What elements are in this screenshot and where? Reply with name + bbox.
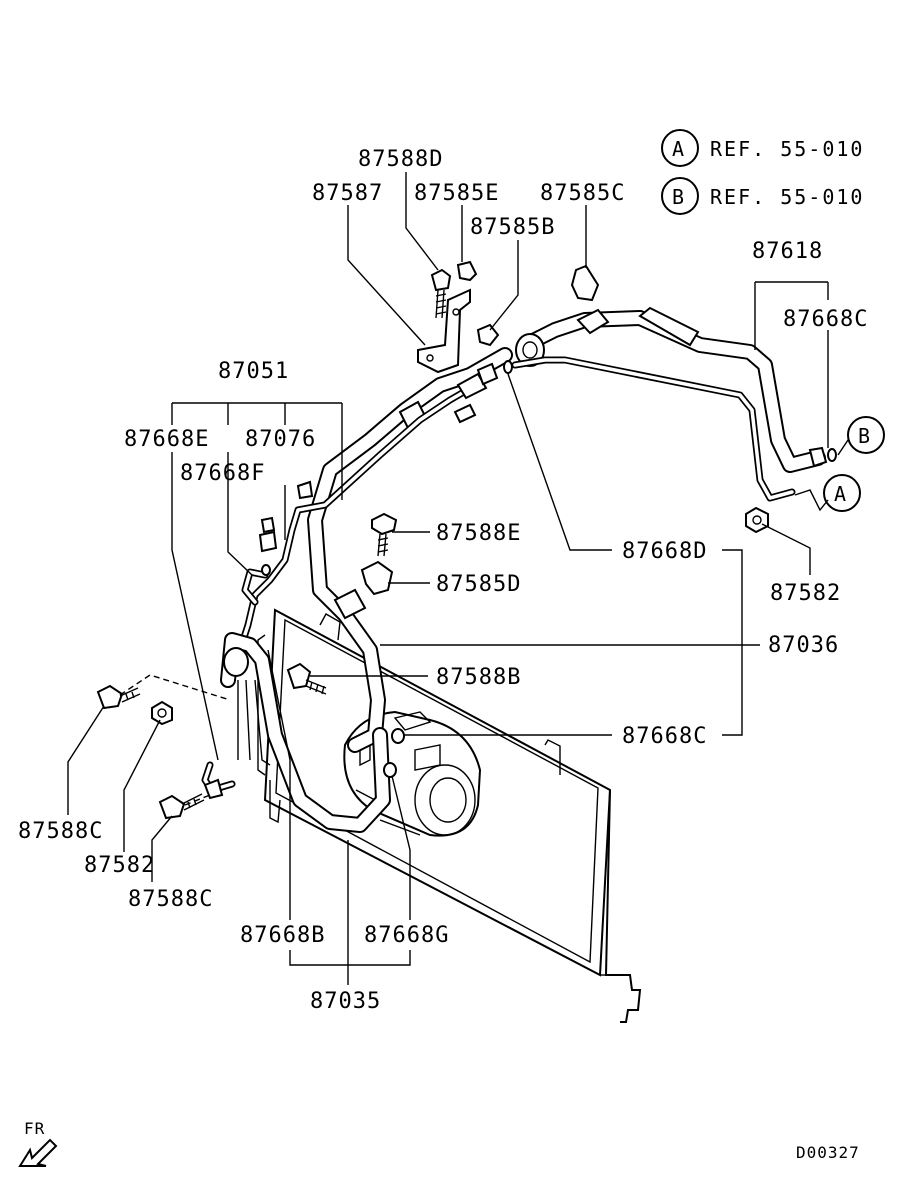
label-87076: 87076 [245,427,316,452]
o-ring-87668C-top [827,448,837,462]
bolt-87588E [371,512,398,557]
part-labels: 87588D 87587 87585E 87585B 87585C 87618 … [18,147,868,1014]
ref-b-text: REF. 55-010 [710,185,864,209]
label-87668B: 87668B [240,923,325,948]
o-ring-87668F [258,516,278,576]
bolt-87588C-left [96,684,141,710]
label-87588C-left: 87588C [18,819,103,844]
callout-b-letter: B [858,424,872,448]
clip-87585C [570,264,600,302]
leader-lines [67,172,849,985]
label-87585C: 87585C [540,181,625,206]
fr-label: FR [24,1119,45,1138]
callout-b: B [847,416,885,454]
label-87618: 87618 [752,239,823,264]
bolt-87588C-bottom [158,793,205,820]
label-87582-right: 87582 [770,581,841,606]
label-87588C-bottom: 87588C [128,887,213,912]
label-87585B: 87585B [470,215,555,240]
label-87582-left: 87582 [84,853,155,878]
clip-87585D [360,560,394,596]
nut-87582-left [151,700,173,726]
label-87035: 87035 [310,989,381,1014]
ref-a-text: REF. 55-010 [710,137,864,161]
bolt-87588B [286,662,327,695]
bolt-87588D [430,268,452,319]
diagram-code: D00327 [796,1143,860,1162]
suction-hose-87618 [515,306,828,473]
label-87051: 87051 [218,359,289,384]
label-87588B: 87588B [436,665,521,690]
pipe-87076 [201,568,269,800]
label-87668C-top: 87668C [783,307,868,332]
nut-87582-right [745,506,769,534]
discharge-hose-87035 [220,632,391,833]
o-ring-87668C-mid [391,728,405,744]
label-87036: 87036 [768,633,839,658]
label-87588E: 87588E [436,521,521,546]
ref-legend: A REF. 55-010 B REF. 55-010 [661,129,864,215]
o-ring-87668D [503,360,513,374]
o-ring-87668G [383,762,397,778]
label-87668D: 87668D [622,539,707,564]
label-87668G: 87668G [364,923,449,948]
clip-87585B [476,323,500,347]
label-87585D: 87585D [436,572,521,597]
callout-a: A [823,474,861,512]
label-87588D: 87588D [358,147,443,172]
ref-b-letter: B [672,185,686,209]
ref-a-letter: A [672,137,686,161]
label-87587: 87587 [312,181,383,206]
front-direction: FR [18,1119,58,1167]
fr-arrow-icon [18,1138,58,1167]
callout-a-letter: A [834,482,848,506]
label-87668F: 87668F [180,461,265,486]
bracket-87587 [417,288,471,374]
label-87668C-mid: 87668C [622,724,707,749]
label-87585E: 87585E [414,181,499,206]
label-87668E: 87668E [124,427,209,452]
clip-87585E [456,260,478,282]
